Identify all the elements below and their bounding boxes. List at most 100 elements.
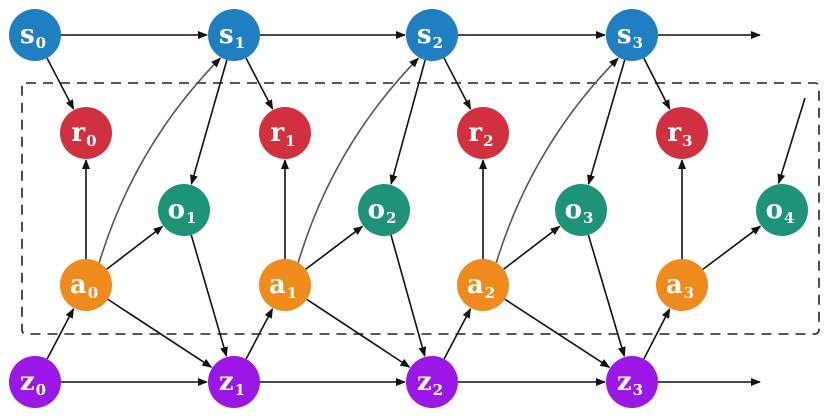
edges-layer [46,31,806,386]
node-o1-label: o1 [168,195,197,227]
edge-a0-to-s1 [98,57,221,263]
node-a2-label: a2 [467,270,495,302]
dashed-plate-box [21,82,820,335]
edge-a3-to-o4 [702,225,762,271]
edge-s1-to-o1 [190,59,228,186]
node-r0: r0 [60,107,112,159]
node-z1-label: z1 [219,367,245,399]
node-a1: a1 [259,259,311,311]
edge-s1-to-r1 [245,57,274,110]
node-a2-subscript: 2 [485,284,495,302]
edge-s2-to-o2 [389,59,426,185]
node-a3-label: a3 [666,270,694,302]
node-r1-subscript: 1 [285,132,295,150]
node-a0-label: a0 [70,270,98,302]
node-s3-circle [606,9,658,61]
node-s2: s2 [406,9,458,61]
edge-a2-to-z3 [504,298,611,368]
node-a0-circle [60,259,112,311]
node-r0-subscript: 0 [86,132,96,150]
node-z1-subscript: 1 [235,381,245,399]
edge-o3-to-z3 [587,234,626,358]
node-o2-circle [358,184,410,236]
node-r3: r3 [656,107,708,159]
node-o4: o4 [756,184,808,236]
node-z0-circle [9,356,61,408]
node-r2-circle [457,107,509,159]
node-a0: a0 [60,259,112,311]
node-a0-subscript: 0 [88,284,98,302]
node-s2-circle [406,9,458,61]
edge-s3-to-r3 [643,57,671,110]
node-s1: s1 [208,9,260,61]
node-a1-label: a1 [269,270,297,302]
node-o2-base: o [368,195,385,225]
edge-s2-to-r2 [443,57,472,110]
node-r1-base: r [270,118,284,148]
node-a1-circle [259,259,311,311]
node-z1-circle [208,356,260,408]
node-a3-circle [656,259,708,311]
node-s0-circle [9,9,61,61]
node-r2-label: r2 [468,118,493,150]
node-s0: s0 [9,9,61,61]
node-o2: o2 [358,184,410,236]
node-o1-subscript: 1 [186,209,196,227]
node-o3-label: o3 [565,195,594,227]
edge-s3-to-o3 [587,59,626,186]
node-z2-circle [406,356,458,408]
node-a2: a2 [457,259,509,311]
node-z1-base: z [219,367,234,397]
node-o2-label: o2 [368,195,397,227]
node-s2-label: s2 [417,20,443,52]
node-s1-subscript: 1 [235,34,245,52]
edge-z1-to-a1 [245,308,274,360]
node-a2-base: a [467,270,484,300]
node-s1-label: s1 [219,20,245,52]
node-o4-circle [756,184,808,236]
edge-z3-to-a3 [643,308,671,360]
edge-a1-to-s2 [297,57,420,263]
node-o3-subscript: 3 [583,209,593,227]
node-z0-subscript: 0 [36,381,46,399]
node-r1: r1 [259,107,311,159]
node-z0-label: z0 [20,367,46,399]
edge-s0-to-r0 [46,57,75,110]
node-o4-subscript: 4 [784,209,794,227]
node-s1-base: s [219,20,234,50]
node-z0-base: z [20,367,35,397]
node-r0-circle [60,107,112,159]
edge-s-next-to-o4 [777,97,806,185]
node-r3-subscript: 3 [682,132,692,150]
edge-a0-to-z1 [107,298,213,368]
node-z1: z1 [208,356,260,408]
node-r3-base: r [667,118,681,148]
edge-a2-to-s3 [495,57,619,263]
node-z2-base: z [417,367,432,397]
node-a3: a3 [656,259,708,311]
node-z0: z0 [9,356,61,408]
node-a0-base: a [70,270,87,300]
node-r1-label: r1 [270,118,295,150]
node-s3-label: s3 [617,20,643,52]
node-z3-subscript: 3 [633,381,643,399]
node-s3-base: s [617,20,632,50]
node-r2-subscript: 2 [483,132,493,150]
node-r1-circle [259,107,311,159]
node-o1-circle [158,184,210,236]
node-r3-circle [656,107,708,159]
edge-a2-to-o3 [503,225,561,270]
node-a3-base: a [666,270,683,300]
node-s1-circle [208,9,260,61]
node-o1-base: o [168,195,185,225]
edge-a0-to-o1 [106,225,164,270]
node-a3-subscript: 3 [684,284,694,302]
node-s2-base: s [417,20,432,50]
node-s3-subscript: 3 [633,34,643,52]
node-z2-label: z2 [417,367,443,399]
node-z2: z2 [406,356,458,408]
node-r0-label: r0 [71,118,96,150]
edge-a1-to-z2 [306,298,411,368]
